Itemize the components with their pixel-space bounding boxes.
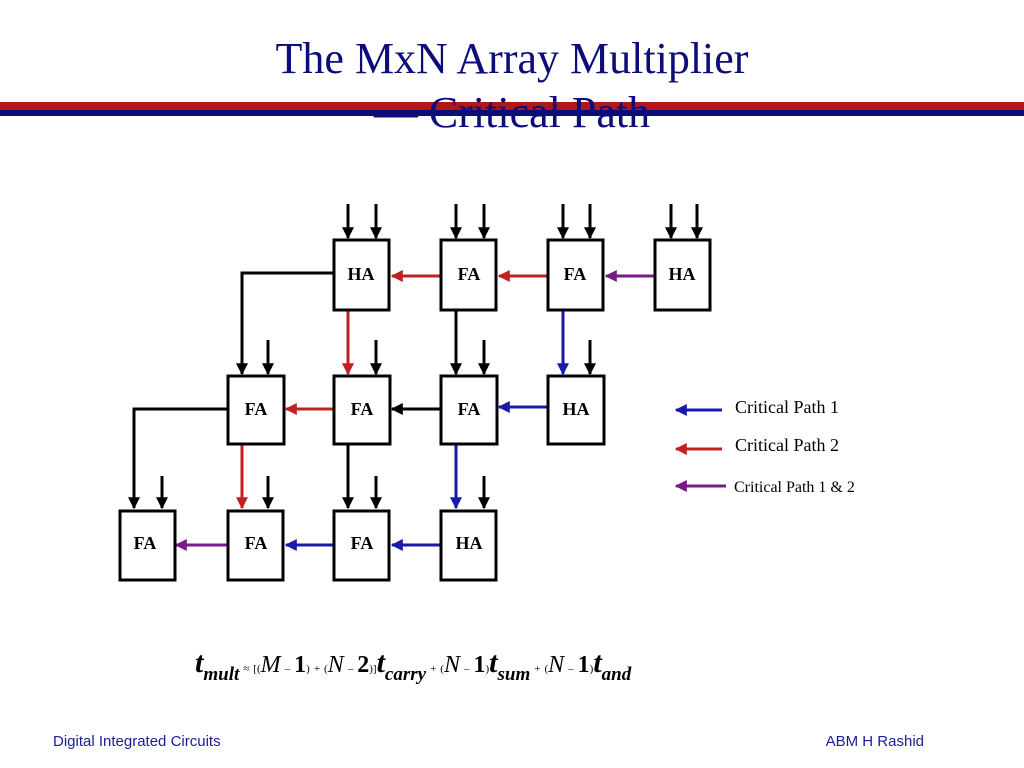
formula-rparen: ) (306, 663, 310, 675)
formula-M: M (260, 652, 281, 678)
cell-label: HA (348, 264, 375, 284)
cell-r2-c2: FA (332, 509, 391, 582)
formula-lparen: ( (324, 663, 328, 675)
title-band-red (0, 102, 1024, 110)
legend: Critical Path 1 Critical Path 2 Critical… (674, 397, 855, 496)
formula-1: 1 (577, 652, 590, 678)
cell-label: HA (456, 533, 483, 553)
input-arrows (156, 204, 703, 510)
legend-item-path-1: Critical Path 1 (674, 397, 839, 417)
cell-r0-c1: FA (439, 238, 498, 312)
critical-path-both-arrows (174, 270, 654, 551)
formula-1: 1 (294, 652, 307, 678)
formula-rparen: ) (485, 663, 490, 675)
slide-title-line-2: — Critical Path (373, 88, 651, 137)
formula-minus: – (284, 663, 291, 675)
formula-t: t (593, 646, 602, 679)
cell-r1-c1: FA (332, 374, 392, 446)
cell-label: HA (563, 399, 590, 419)
cell-r1-c0: FA (226, 374, 286, 446)
formula-rparen: ) (369, 663, 373, 675)
footer-author: ABM H Rashid (825, 733, 924, 750)
footer-course-name: Digital Integrated Circuits (53, 733, 221, 750)
formula-sub-sum: sum (497, 664, 531, 685)
formula-N: N (327, 652, 344, 678)
cell-r1-c2: FA (439, 374, 499, 446)
cell-label: FA (134, 533, 157, 553)
critical-path-2-arrows (236, 270, 547, 510)
cell-r2-c0: FA (118, 509, 177, 582)
legend-item-path-both: Critical Path 1 & 2 (674, 479, 855, 496)
formula-sub-mult: mult (203, 664, 240, 685)
formula-t: t (376, 646, 385, 679)
cell-r2-c1: FA (226, 509, 285, 582)
formula-lbracket: [ (253, 663, 257, 675)
cell-label: FA (351, 533, 374, 553)
cell-r0-c3: HA (653, 238, 712, 312)
cell-r1-c3: HA (546, 374, 606, 446)
cell-r2-c3: HA (439, 509, 498, 582)
cell-label: FA (458, 399, 481, 419)
cell-r0-c0: HA (332, 238, 391, 312)
cell-label: FA (245, 399, 268, 419)
formula-N: N (548, 652, 565, 678)
formula-plus: + (430, 663, 437, 675)
formula-minus: – (568, 663, 574, 675)
formula-1: 1 (473, 652, 486, 678)
formula-rparen: ) (589, 663, 594, 675)
formula-plus: + (313, 663, 321, 675)
cell-label: FA (564, 264, 587, 284)
cell-label: FA (245, 533, 268, 553)
formula-2: 2 (357, 652, 370, 678)
legend-label-path-1: Critical Path 1 (735, 397, 839, 417)
formula-lparen: ( (440, 663, 444, 675)
formula-sub-and: and (601, 664, 632, 685)
formula-sub-carry: carry (384, 664, 427, 685)
critical-path-1-arrows (284, 310, 569, 551)
slide-title-line-1: The MxN Array Multiplier (275, 34, 749, 83)
formula-t: t (195, 646, 204, 679)
cell-label: FA (458, 264, 481, 284)
title-band-blue (0, 110, 1024, 116)
formula-lparen: ( (256, 663, 261, 675)
legend-label-path-2: Critical Path 2 (735, 435, 839, 455)
formula-N: N (443, 652, 460, 678)
formula-minus: – (347, 663, 354, 675)
cell-label: FA (351, 399, 374, 419)
formula-plus: + (534, 663, 541, 675)
cell-r0-c2: FA (546, 238, 605, 312)
adder-cells: HA FA FA HA FA FA FA HA (118, 238, 712, 582)
legend-item-path-2: Critical Path 2 (674, 435, 839, 455)
formula-t: t (489, 646, 498, 679)
legend-label-path-both: Critical Path 1 & 2 (734, 479, 855, 496)
cell-label: HA (669, 264, 696, 284)
internal-connections (128, 271, 462, 510)
formula-approx: ≈ (243, 663, 250, 675)
formula-lparen: ( (544, 663, 549, 675)
delay-formula: tmult ≈ [(M – 1) + (N – 2)]tcarry + (N –… (195, 646, 631, 685)
formula-minus: – (463, 663, 470, 675)
formula-rbracket: ] (372, 663, 377, 675)
